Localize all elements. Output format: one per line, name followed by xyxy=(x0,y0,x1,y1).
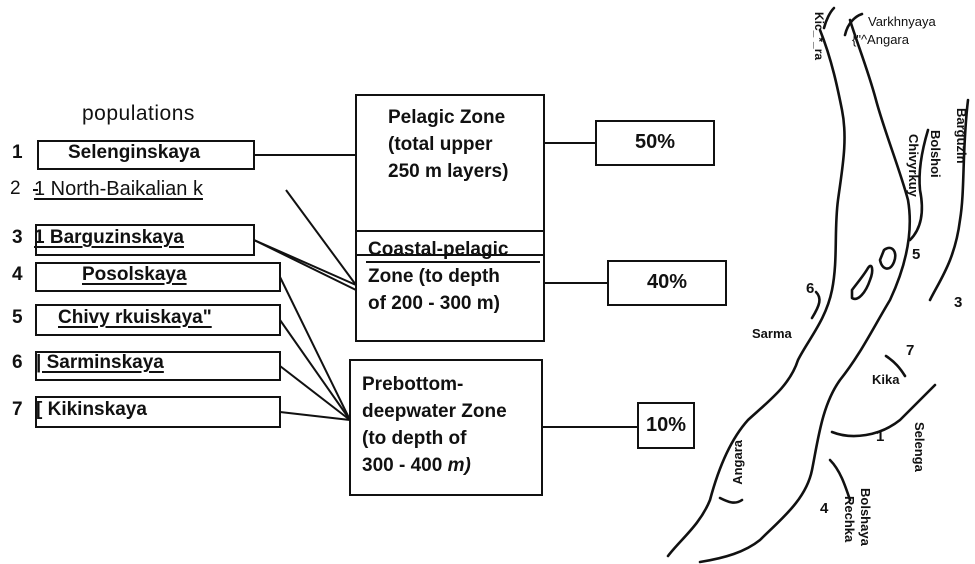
population-number-1: 1 xyxy=(12,142,23,163)
river-bolshaya-rechka xyxy=(828,458,852,502)
map-label-angara-top: {"^Angara xyxy=(852,32,909,47)
percent-coastal-pelagic: 40% xyxy=(646,271,688,293)
percent-pelagic: 50% xyxy=(634,131,676,153)
zone-pelagic-text: Pelagic Zone (total upper 250 m layers) xyxy=(388,107,509,182)
river-kika xyxy=(884,354,907,378)
lake-baikal-west-shore xyxy=(666,28,846,558)
river-selenga xyxy=(830,383,937,438)
populations-heading: populations xyxy=(82,102,195,125)
population-barguzinskaya: 1 Barguzinskaya xyxy=(34,227,184,248)
map-label-angara-bottom: Angara xyxy=(730,440,745,485)
map-label-sarma: Sarma xyxy=(752,326,792,341)
percent-box-10 xyxy=(637,402,695,449)
population-posolskaya: Posolskaya xyxy=(82,264,187,285)
zone-prebottom-italic-text: m) xyxy=(447,455,471,476)
river-angara-top xyxy=(843,12,864,37)
population-number-3: 3 xyxy=(12,227,23,248)
lake-baikal-east-shore xyxy=(698,18,912,564)
river-barguzin xyxy=(928,98,970,302)
population-kikinskaya: [ Kikinskaya xyxy=(36,399,147,420)
map-label-chivyrkuy: Chivyrkuy xyxy=(906,134,921,197)
map-label-selenga: Selenga xyxy=(912,422,927,472)
percent-prebottom: 10% xyxy=(645,414,687,436)
population-number-4: 4 xyxy=(12,264,23,285)
map-number-4: 4 xyxy=(820,500,829,517)
map-label-kichera: Kic_*_ra xyxy=(812,12,826,61)
map-number-1: 1 xyxy=(876,428,885,445)
population-number-7: 7 xyxy=(12,399,23,420)
zone-prebottom-main-text: Prebottom- deepwater Zone (to depth of 3… xyxy=(362,374,507,476)
population-number-6: 6 xyxy=(12,352,23,373)
population-number-5: 5 xyxy=(12,307,23,328)
svyatoy-nos-peninsula xyxy=(878,246,897,270)
map-label-kika: Kika xyxy=(872,372,900,387)
population-north-baikalian: 1 North-Baikalian k xyxy=(34,178,203,200)
river-angara-bottom xyxy=(718,496,744,504)
zone-coastal-pelagic-text: Coastal-pelagic Zone (to depth of 200 - … xyxy=(368,239,509,314)
population-selenginskaya: Selenginskaya xyxy=(68,142,201,163)
map-number-7: 7 xyxy=(906,342,915,359)
zone-prebottom-text: Prebottom- deepwater Zone (to depth of 3… xyxy=(362,371,540,479)
river-kichera xyxy=(822,6,836,30)
map-label-barguzin: Barguzin xyxy=(954,108,969,164)
map-label-rechka: Rechka xyxy=(842,496,857,543)
map-number-5: 5 xyxy=(912,246,921,263)
zone-box-coastal xyxy=(355,230,545,342)
population-chivyrkuiskaya: Chivy rkuiskaya" xyxy=(58,307,212,328)
map-number-3: 3 xyxy=(954,294,963,311)
map-label-bolshoi: Bolshoi xyxy=(928,130,943,178)
zone-box-pelagic xyxy=(355,94,545,256)
map-label-varkhnyaya: Varkhnyaya xyxy=(868,14,936,29)
river-sarma xyxy=(810,290,821,320)
olkhon-island xyxy=(850,264,874,301)
map-label-bolshaya: Bolshaya xyxy=(858,488,873,546)
population-sarminskaya: | Sarminskaya xyxy=(36,352,164,373)
population-number-2: 2 xyxy=(10,178,21,199)
map-number-6: 6 xyxy=(806,280,815,297)
river-bolshoi-chivyrkuy xyxy=(908,128,930,242)
